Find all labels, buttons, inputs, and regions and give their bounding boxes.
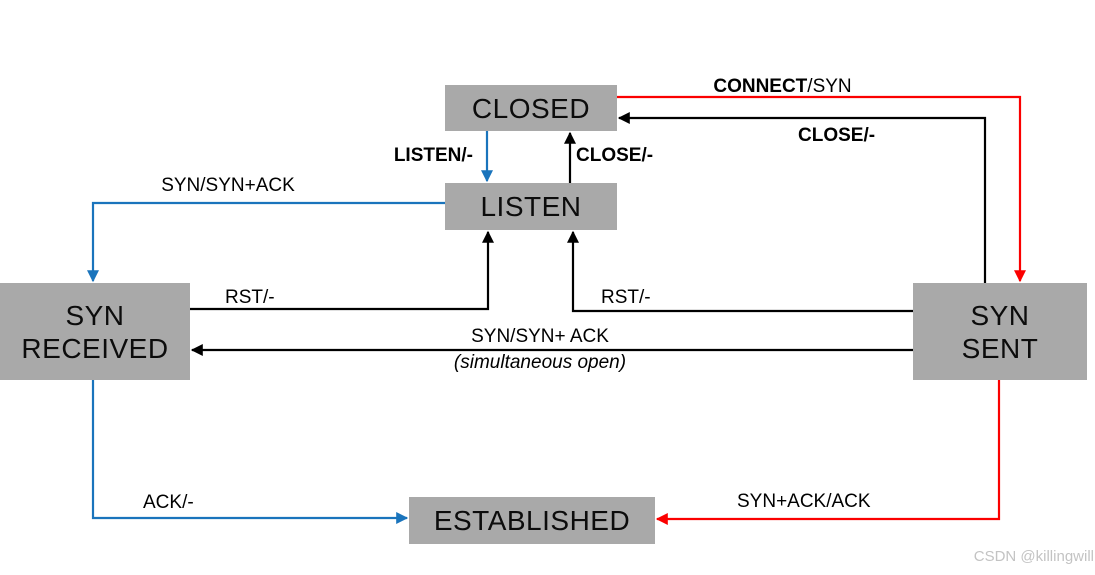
- state-established-label: ESTABLISHED: [433, 505, 631, 536]
- label-connect-syn-rest: /SYN: [807, 76, 852, 97]
- state-closed-label: CLOSED: [471, 92, 591, 124]
- label-connect-syn-bold: CONNECT: [713, 76, 808, 97]
- state-listen-label: LISTEN: [480, 191, 582, 222]
- edge-syn-sent-to-established: [655, 380, 1001, 525]
- state-closed: CLOSED: [445, 85, 617, 131]
- state-syn-received: SYN RECEIVED: [0, 283, 190, 380]
- state-syn-received-line2: RECEIVED: [21, 332, 169, 364]
- edge-syn-sent-to-closed: [617, 112, 987, 283]
- label-close-top: CLOSE/-: [798, 125, 876, 146]
- edge-closed-to-syn-sent: [617, 95, 1026, 283]
- state-established: ESTABLISHED: [409, 497, 655, 544]
- label-synack-ack: SYN+ACK/ACK: [737, 491, 871, 512]
- state-syn-received-line1: SYN: [65, 299, 125, 331]
- edge-syn-sent-to-listen: [567, 230, 913, 313]
- label-simultaneous-open-line2: (simultaneous open): [453, 352, 627, 373]
- label-simultaneous-open-line1: SYN/SYN+ ACK: [471, 326, 609, 347]
- label-close-mid: CLOSE/-: [576, 145, 654, 166]
- label-ack: ACK/-: [143, 492, 194, 513]
- edge-syn-received-to-established: [91, 380, 409, 524]
- label-rst-left: RST/-: [225, 287, 275, 308]
- state-syn-sent-line1: SYN: [970, 299, 1030, 331]
- label-connect-syn: CONNECT/SYN: [690, 76, 875, 97]
- edge-listen-to-syn-received: [87, 201, 445, 283]
- edge-syn-received-to-listen: [190, 230, 494, 311]
- state-syn-sent: SYN SENT: [913, 283, 1087, 380]
- watermark: CSDN @killingwill: [973, 548, 1094, 565]
- label-listen-action: LISTEN/-: [393, 145, 473, 166]
- label-syn-synack-top: SYN/SYN+ACK: [161, 175, 295, 196]
- state-listen: LISTEN: [445, 183, 617, 230]
- label-rst-right: RST/-: [601, 287, 651, 308]
- state-syn-sent-line2: SENT: [961, 332, 1039, 364]
